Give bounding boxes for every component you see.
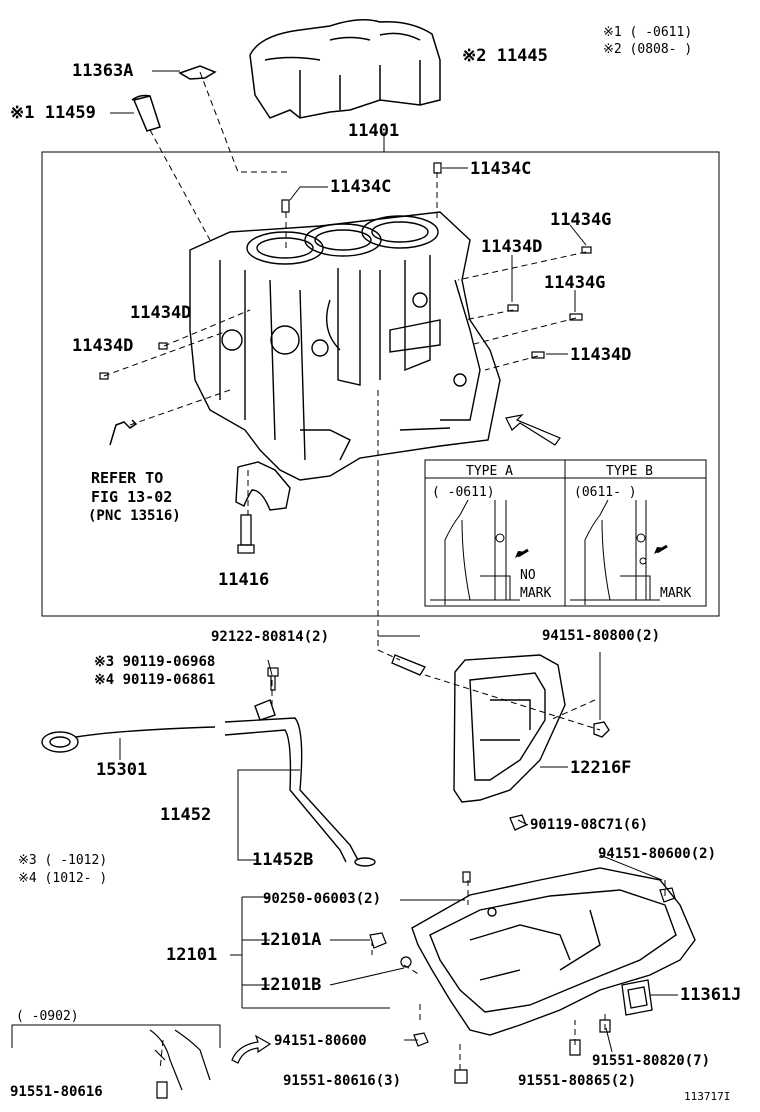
part-label-15301: 15301	[96, 760, 148, 780]
figure-id: 113717I	[684, 1090, 731, 1103]
part-label-90250: 90250-06003(2)	[263, 891, 382, 907]
part-label-92122: 92122-80814(2)	[211, 629, 330, 645]
part-label-11401: 11401	[348, 121, 400, 141]
inset-sketch	[149, 1029, 211, 1091]
guide-11452	[224, 699, 376, 867]
bearing-cap	[235, 461, 291, 511]
type-box	[424, 459, 707, 607]
stud-92122	[391, 654, 426, 676]
part-label-12101: 12101	[166, 945, 218, 965]
part-label-11434D-b: 11434D	[130, 303, 192, 323]
bolt-90119	[267, 667, 279, 691]
nut-94151-80800	[593, 721, 610, 738]
range-0902: ( -0902)	[16, 1009, 79, 1024]
callout-arrow	[505, 414, 561, 446]
part-label-11434D-d: 11434D	[570, 345, 632, 365]
part-label-11434C-b: 11434C	[330, 177, 392, 197]
refer-line-2: FIG 13-02	[91, 488, 173, 506]
part-label-91551-80820: 91551-80820(7)	[592, 1053, 711, 1069]
gasket-11361J	[621, 979, 653, 1016]
legend-note-4: ※4 (1012- )	[18, 871, 108, 886]
part-label-11452: 11452	[160, 805, 212, 825]
sleeve-11459	[131, 94, 161, 132]
part-label-12101B: 12101B	[260, 975, 322, 995]
type-a-mark-1: NO	[520, 568, 536, 583]
type-b-title: TYPE B	[606, 464, 653, 479]
part-label-12216F: 12216F	[570, 758, 632, 778]
clip-11363A	[178, 65, 217, 80]
type-a-mark-2: MARK	[520, 586, 552, 601]
type-a-title: TYPE A	[466, 464, 513, 479]
part-label-11445: ※2 11445	[462, 46, 548, 66]
legend-note-2: ※2 (0808- )	[603, 42, 693, 57]
legend-note-1: ※1 ( -0611)	[603, 25, 693, 40]
part-label-90119-06861: ※4 90119-06861	[94, 672, 216, 688]
part-label-11363A: 11363A	[72, 61, 134, 81]
refer-line-3: (PNC 13516)	[88, 508, 181, 524]
part-label-94151-80600-a: 94151-80600(2)	[598, 846, 717, 862]
plate-12216F	[453, 654, 566, 803]
part-label-11459: ※1 11459	[10, 103, 96, 123]
part-label-11434D-a: 11434D	[481, 237, 543, 257]
type-b-mark: MARK	[660, 586, 692, 601]
refer-line-1: REFER TO	[91, 469, 164, 487]
oil-pan-12101	[411, 867, 696, 1036]
part-label-11416: 11416	[218, 570, 270, 590]
cylinder-block-11401	[189, 211, 501, 481]
part-label-94151-80600-b: 94151-80600	[274, 1033, 367, 1049]
part-label-11452B: 11452B	[252, 850, 314, 870]
part-label-90119-08C71: 90119-08C71(6)	[530, 817, 649, 833]
legend-note-3: ※3 ( -1012)	[18, 853, 108, 868]
part-label-94151-80800: 94151-80800(2)	[542, 628, 661, 644]
pan-hardware	[156, 871, 676, 1099]
part-label-11434D-c: 11434D	[72, 336, 134, 356]
part-label-91551-80616-b: 91551-80616(3)	[283, 1073, 402, 1089]
part-label-11434G-b: 11434G	[544, 273, 606, 293]
part-label-90119-06968: ※3 90119-06968	[94, 654, 216, 670]
block-frame	[41, 151, 720, 617]
dipstick-15301	[41, 726, 216, 753]
curved-arrow	[231, 1034, 272, 1064]
part-label-11434C-a: 11434C	[470, 159, 532, 179]
part-label-11361J: 11361J	[680, 985, 742, 1005]
type-a-range: ( -0611)	[432, 485, 495, 500]
part-label-91551-80865: 91551-80865(2)	[518, 1073, 637, 1089]
solid-leaders	[11, 70, 678, 1053]
insulator-11445	[249, 19, 441, 119]
part-label-12101A: 12101A	[260, 930, 322, 950]
part-label-91551-80616-a: 91551-80616	[10, 1084, 103, 1100]
part-label-11434G-a: 11434G	[550, 210, 612, 230]
type-b-range: (0611- )	[574, 485, 637, 500]
bolt-90119-08C71	[509, 814, 527, 831]
bolt-11416	[237, 514, 255, 554]
